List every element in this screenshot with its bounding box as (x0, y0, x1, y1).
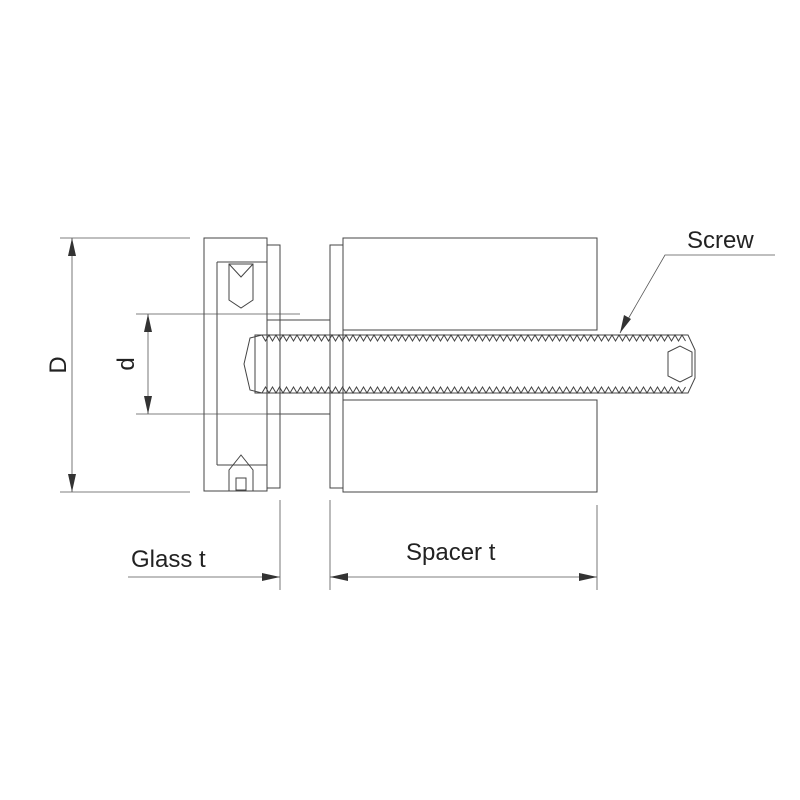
dimension-d (136, 313, 300, 415)
label-d: d (113, 357, 140, 370)
neck (279, 319, 331, 336)
screw-leader (619, 254, 775, 334)
cap-gasket (266, 244, 281, 489)
dimension-D (60, 237, 190, 493)
label-spacer-t: Spacer t (406, 539, 496, 566)
grub-screw-top (228, 263, 254, 309)
spacer-gasket (329, 244, 344, 489)
hex-socket-icon (667, 345, 693, 383)
screw (243, 334, 696, 394)
spacer-body (342, 237, 598, 493)
dimension-glass-t (128, 500, 331, 590)
label-glass-t: Glass t (131, 546, 206, 573)
label-screw: Screw (687, 227, 754, 254)
grub-screw-bottom (228, 454, 254, 492)
dimension-spacer-t (330, 505, 598, 590)
label-D: D (45, 356, 72, 373)
